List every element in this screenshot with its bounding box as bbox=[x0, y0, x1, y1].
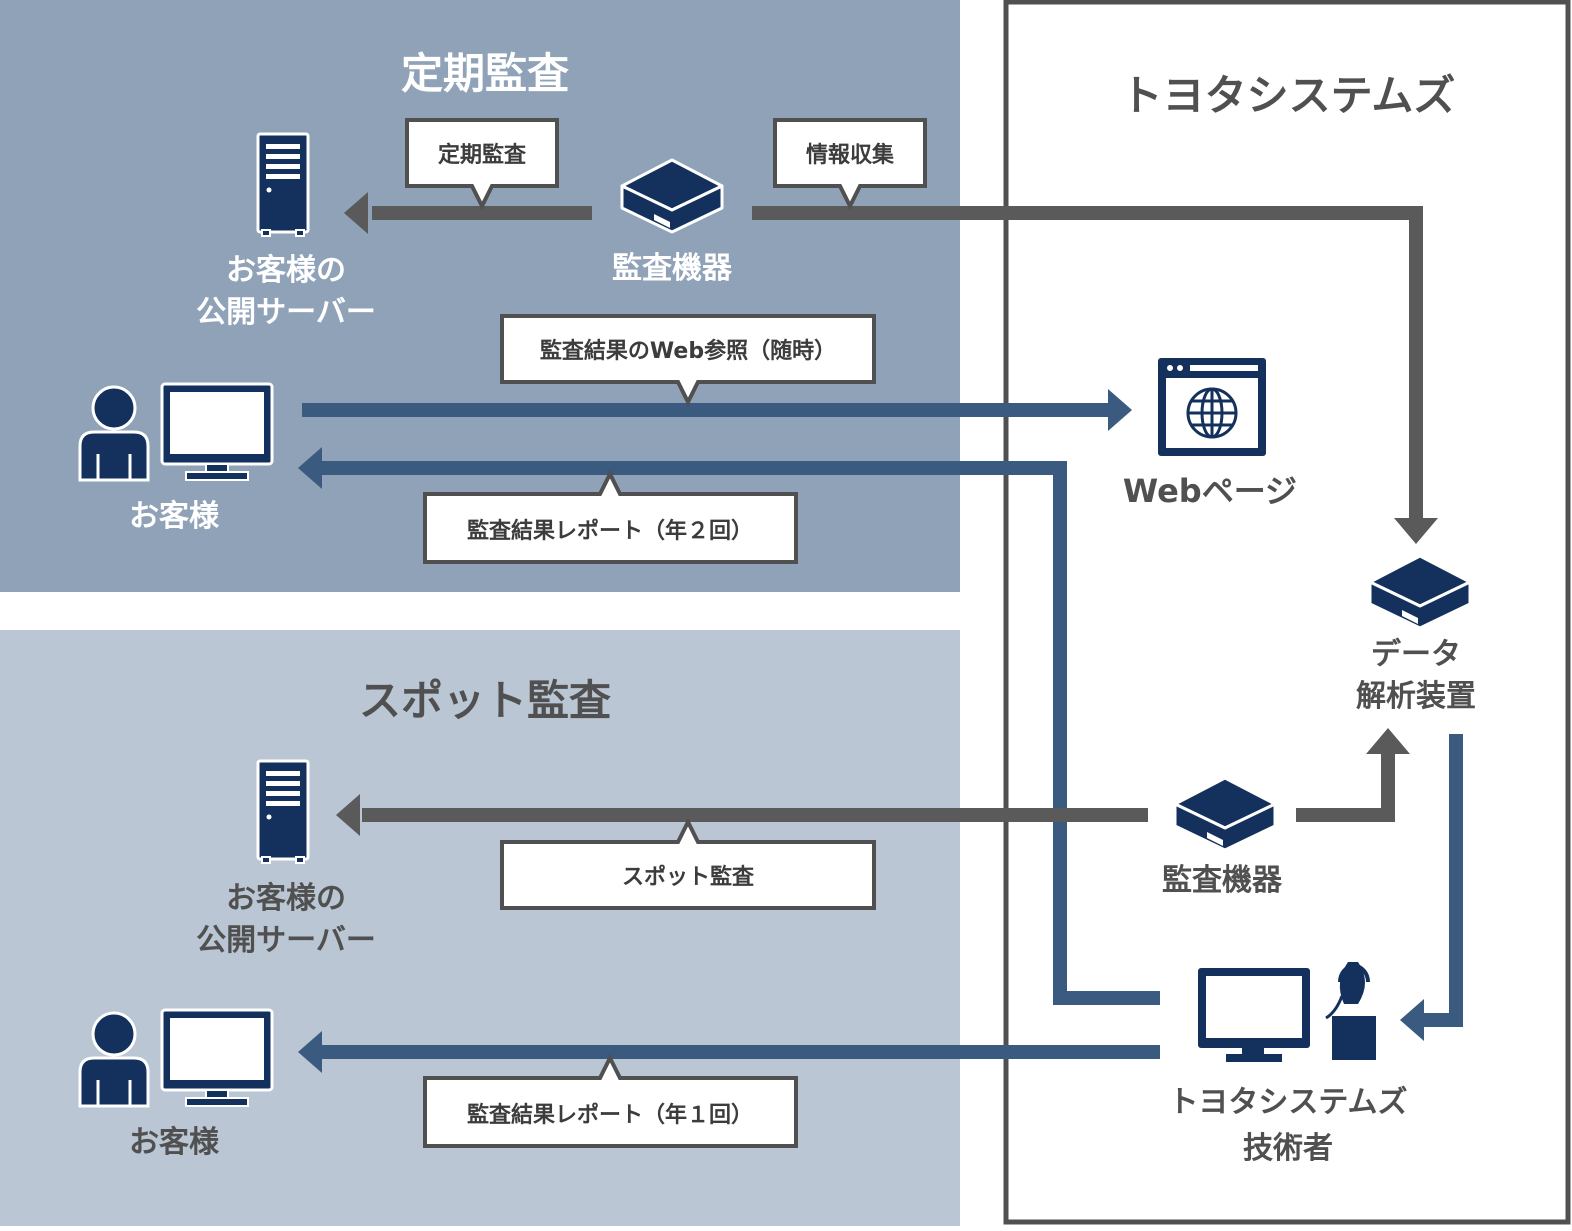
spot-server-label-2: 公開サーバー bbox=[196, 923, 376, 958]
callout-report-twice: 監査結果レポート（年２回） bbox=[423, 469, 798, 564]
callout-teiki-audit-text: 定期監査 bbox=[438, 142, 527, 168]
teiki-server-icon bbox=[256, 132, 310, 238]
data-analyzer-label-1: データ bbox=[1371, 637, 1461, 672]
teiki-title: 定期監査 bbox=[401, 49, 569, 98]
callout-info-collect-text: 情報収集 bbox=[806, 142, 895, 168]
callout-teiki-audit: 定期監査 bbox=[405, 118, 559, 211]
arrow-teiki-audit bbox=[344, 192, 592, 234]
toyota-title: トヨタシステムズ bbox=[1121, 71, 1456, 120]
engineer-headset-icon bbox=[1198, 962, 1376, 1062]
spot-customer-label: お客様 bbox=[129, 1125, 220, 1160]
spot-server-icon bbox=[256, 759, 310, 865]
web-page-icon bbox=[1158, 358, 1266, 456]
arrow-analyzer-to-engineer bbox=[1400, 734, 1463, 1041]
teiki-device-label: 監査機器 bbox=[612, 251, 733, 286]
engineer-label-2: 技術者 bbox=[1243, 1131, 1333, 1166]
callout-info-collect: 情報収集 bbox=[773, 118, 927, 211]
spot-server-label-1: お客様の bbox=[226, 881, 346, 916]
arrow-report-once bbox=[298, 1031, 1160, 1073]
arrow-report-twice bbox=[298, 447, 1160, 1005]
teiki-server-label-1: お客様の bbox=[226, 253, 346, 288]
callout-report-once: 監査結果レポート（年１回） bbox=[423, 1053, 798, 1148]
callout-report-twice-text: 監査結果レポート（年２回） bbox=[467, 518, 753, 544]
arrow-web-reference bbox=[302, 389, 1132, 431]
toyota-frame bbox=[1003, 0, 1571, 1225]
data-analyzer-device-icon bbox=[1368, 554, 1472, 630]
spot-title: スポット監査 bbox=[359, 676, 611, 725]
spot-audit-device-icon bbox=[1173, 776, 1277, 852]
callout-web-reference-text: 監査結果のWeb参照（随時） bbox=[540, 338, 836, 364]
arrow-spot-to-analyzer bbox=[1296, 728, 1410, 822]
web-page-label: Webページ bbox=[1123, 472, 1297, 510]
callout-report-once-text: 監査結果レポート（年１回） bbox=[467, 1102, 753, 1128]
engineer-label-1: トヨタシステムズ bbox=[1168, 1085, 1407, 1120]
arrow-info-collect bbox=[752, 206, 1438, 544]
spot-device-label: 監査機器 bbox=[1162, 863, 1283, 898]
data-analyzer-label-2: 解析装置 bbox=[1356, 679, 1476, 714]
callout-spot-audit: スポット監査 bbox=[500, 817, 876, 910]
callout-spot-audit-text: スポット監査 bbox=[622, 864, 755, 890]
teiki-customer-label: お客様 bbox=[129, 499, 220, 534]
teiki-server-label-2: 公開サーバー bbox=[196, 295, 376, 330]
callout-web-reference: 監査結果のWeb参照（随時） bbox=[500, 314, 876, 407]
arrow-spot-audit bbox=[336, 794, 1148, 836]
